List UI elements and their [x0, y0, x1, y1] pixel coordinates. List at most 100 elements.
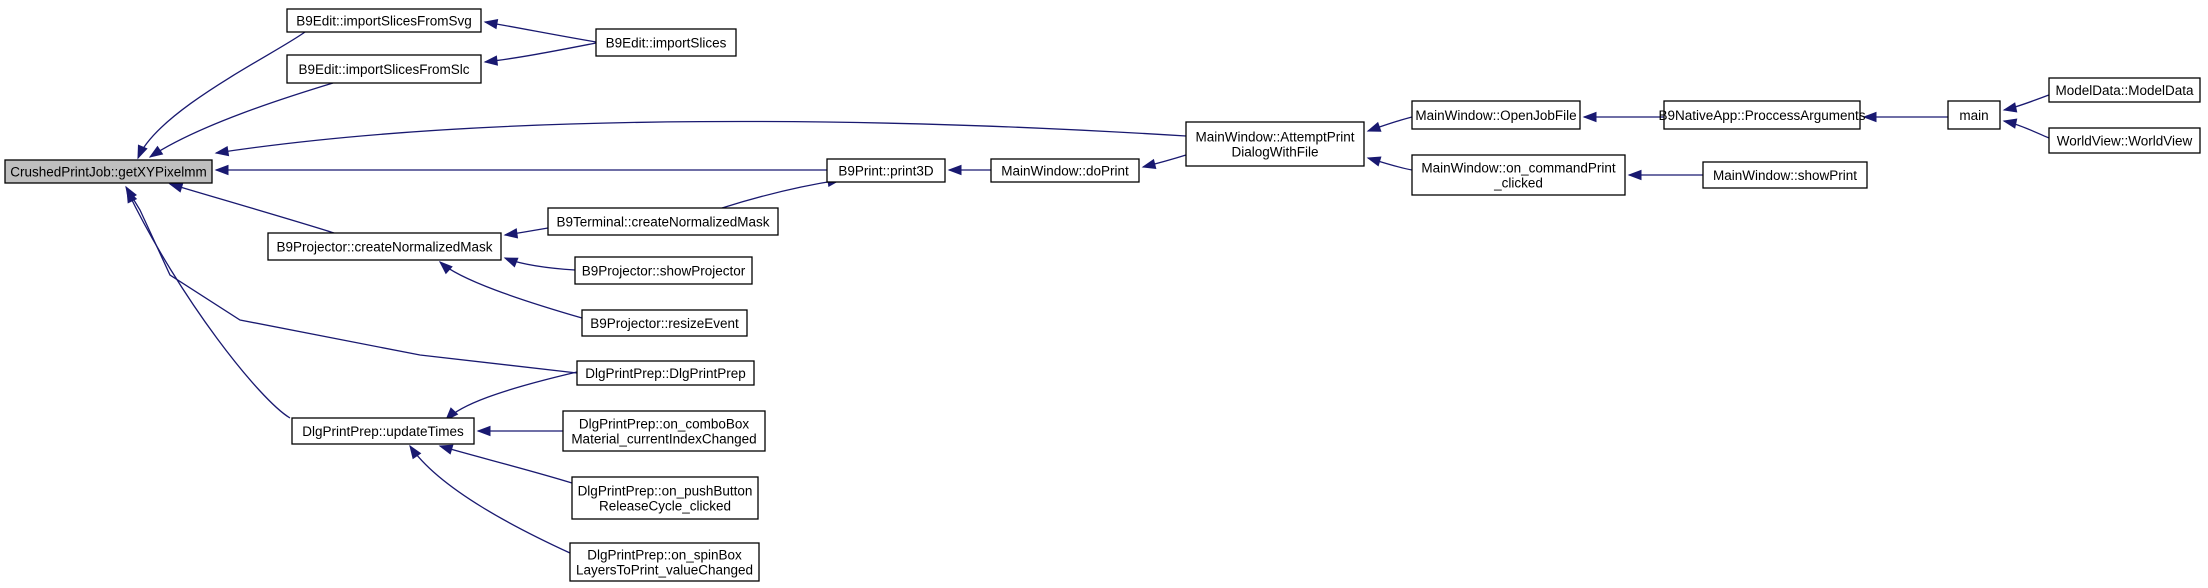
node-label: LayersToPrint_valueChanged [576, 563, 753, 578]
node-box[interactable] [826, 158, 946, 183]
edge-line [149, 82, 334, 158]
edge-line [439, 445, 573, 484]
node-box[interactable] [1185, 121, 1365, 167]
node-box[interactable] [571, 476, 759, 520]
node-label: DlgPrintPrep::updateTimes [302, 424, 464, 439]
node-label: B9Edit::importSlices [606, 36, 727, 51]
node-box[interactable] [1411, 154, 1626, 196]
node-importSlices[interactable]: B9Edit::importSlices [595, 28, 737, 57]
node-showPrint[interactable]: MainWindow::showPrint [1702, 161, 1868, 189]
edge-line [721, 179, 841, 209]
node-projMask[interactable]: B9Projector::createNormalizedMask [267, 232, 502, 261]
node-showProj[interactable]: B9Projector::showProjector [574, 256, 753, 285]
node-dlgPrep[interactable]: DlgPrintPrep::DlgPrintPrep [576, 360, 755, 386]
edge-arrowhead [1366, 156, 1382, 167]
edge-arrowhead [214, 164, 229, 176]
node-label: MainWindow::showPrint [1713, 168, 1857, 183]
edge-arrowhead [476, 425, 491, 437]
edge-arrowhead [438, 444, 454, 455]
edge-termMask-to-projMask [503, 227, 549, 239]
node-label: main [1959, 108, 1988, 123]
node-worldView[interactable]: WorldView::WorldView [2048, 127, 2201, 154]
edge-dlgPrep-to-updTimes [445, 371, 578, 422]
edge-modelData-to-main [2002, 94, 2050, 113]
edge-worldView-to-main [2002, 118, 2050, 139]
edge-arrowhead [1862, 111, 1877, 123]
edge-showPrint-to-onCmdPrint [1627, 169, 1703, 181]
node-box[interactable] [1947, 100, 2001, 130]
node-print3d[interactable]: B9Print::print3D [826, 158, 946, 183]
node-label: B9Edit::importSlicesFromSlc [298, 62, 469, 77]
node-doPrint[interactable]: MainWindow::doPrint [990, 158, 1140, 183]
edge-line [484, 21, 597, 43]
node-box[interactable] [569, 542, 760, 582]
node-box[interactable] [2048, 127, 2201, 154]
node-root[interactable]: CrushedPrintJob::getXYPixelmm [4, 159, 213, 184]
node-box[interactable] [267, 232, 502, 261]
edge-arrowhead [947, 164, 962, 176]
node-box[interactable] [286, 54, 482, 84]
edge-arrowhead [1582, 111, 1597, 123]
edge-arrowhead [438, 261, 453, 275]
edge-arrowhead [1366, 121, 1382, 132]
edge-line [137, 31, 306, 159]
edge-updTimes-to-root [126, 188, 291, 419]
node-box[interactable] [574, 256, 753, 285]
node-box[interactable] [291, 417, 475, 445]
edge-doPrint-to-print3d [947, 164, 991, 176]
node-box[interactable] [286, 8, 482, 33]
edge-print3d-to-root [214, 164, 827, 176]
node-spinBox[interactable]: DlgPrintPrep::on_spinBoxLayersToPrint_va… [569, 542, 760, 582]
node-pushBtn[interactable]: DlgPrintPrep::on_pushButtonReleaseCycle_… [571, 476, 759, 520]
edge-arrowhead [483, 18, 499, 30]
node-label: DlgPrintPrep::on_comboBox [579, 417, 750, 432]
node-label: B9Projector::createNormalizedMask [276, 240, 492, 255]
node-box[interactable] [2048, 77, 2201, 103]
node-main[interactable]: main [1947, 100, 2001, 130]
node-onCmdPrint[interactable]: MainWindow::on_commandPrint_clicked [1411, 154, 1626, 196]
edge-onCmdPrint-to-attempt [1366, 156, 1413, 171]
edge-main-to-proccess [1862, 111, 1948, 123]
edge-importSlc-to-root [148, 82, 334, 158]
edge-attempt-to-doPrint [1141, 154, 1187, 170]
node-modelData[interactable]: ModelData::ModelData [2048, 77, 2201, 103]
edge-proccess-to-openJob [1582, 111, 1664, 123]
edge-line [215, 120, 1187, 154]
edge-arrowhead [1627, 169, 1642, 181]
edge-openJob-to-attempt [1366, 116, 1413, 132]
node-updTimes[interactable]: DlgPrintPrep::updateTimes [291, 417, 475, 445]
node-box[interactable] [4, 159, 213, 184]
node-box[interactable] [1663, 100, 1861, 130]
node-termMask[interactable]: B9Terminal::createNormalizedMask [547, 207, 779, 236]
node-label: B9Projector::resizeEvent [590, 316, 739, 331]
node-importSlc[interactable]: B9Edit::importSlicesFromSlc [286, 54, 482, 84]
node-box[interactable] [595, 28, 737, 57]
node-comboBox[interactable]: DlgPrintPrep::on_comboBoxMaterial_curren… [562, 410, 766, 452]
edge-spinBox-to-updTimes [409, 444, 571, 554]
node-box[interactable] [990, 158, 1140, 183]
edge-showProj-to-projMask [503, 257, 576, 271]
node-box[interactable] [562, 410, 766, 452]
node-box[interactable] [547, 207, 779, 236]
node-importSvg[interactable]: B9Edit::importSlicesFromSvg [286, 8, 482, 33]
node-label: MainWindow::OpenJobFile [1415, 108, 1576, 123]
node-box[interactable] [576, 360, 755, 386]
node-resizeEv[interactable]: B9Projector::resizeEvent [581, 309, 748, 337]
edge-pushBtn-to-updTimes [438, 444, 573, 484]
node-box[interactable] [581, 309, 748, 337]
node-box[interactable] [1411, 100, 1581, 130]
edge-arrowhead [2002, 102, 2018, 113]
edge-termMask-to-print3d [721, 176, 842, 209]
node-openJob[interactable]: MainWindow::OpenJobFile [1411, 100, 1581, 130]
edge-line [484, 42, 597, 63]
node-label: B9Terminal::createNormalizedMask [556, 215, 769, 230]
edge-dlgPrep-to-root [125, 185, 578, 374]
node-box[interactable] [1702, 161, 1868, 189]
node-label: MainWindow::on_commandPrint [1421, 161, 1616, 176]
node-label: ReleaseCycle_clicked [599, 499, 731, 514]
node-label: ModelData::ModelData [2055, 83, 2194, 98]
node-label: B9NativeApp::ProccessArguments [1658, 108, 1865, 123]
node-proccess[interactable]: B9NativeApp::ProccessArguments [1658, 100, 1866, 130]
